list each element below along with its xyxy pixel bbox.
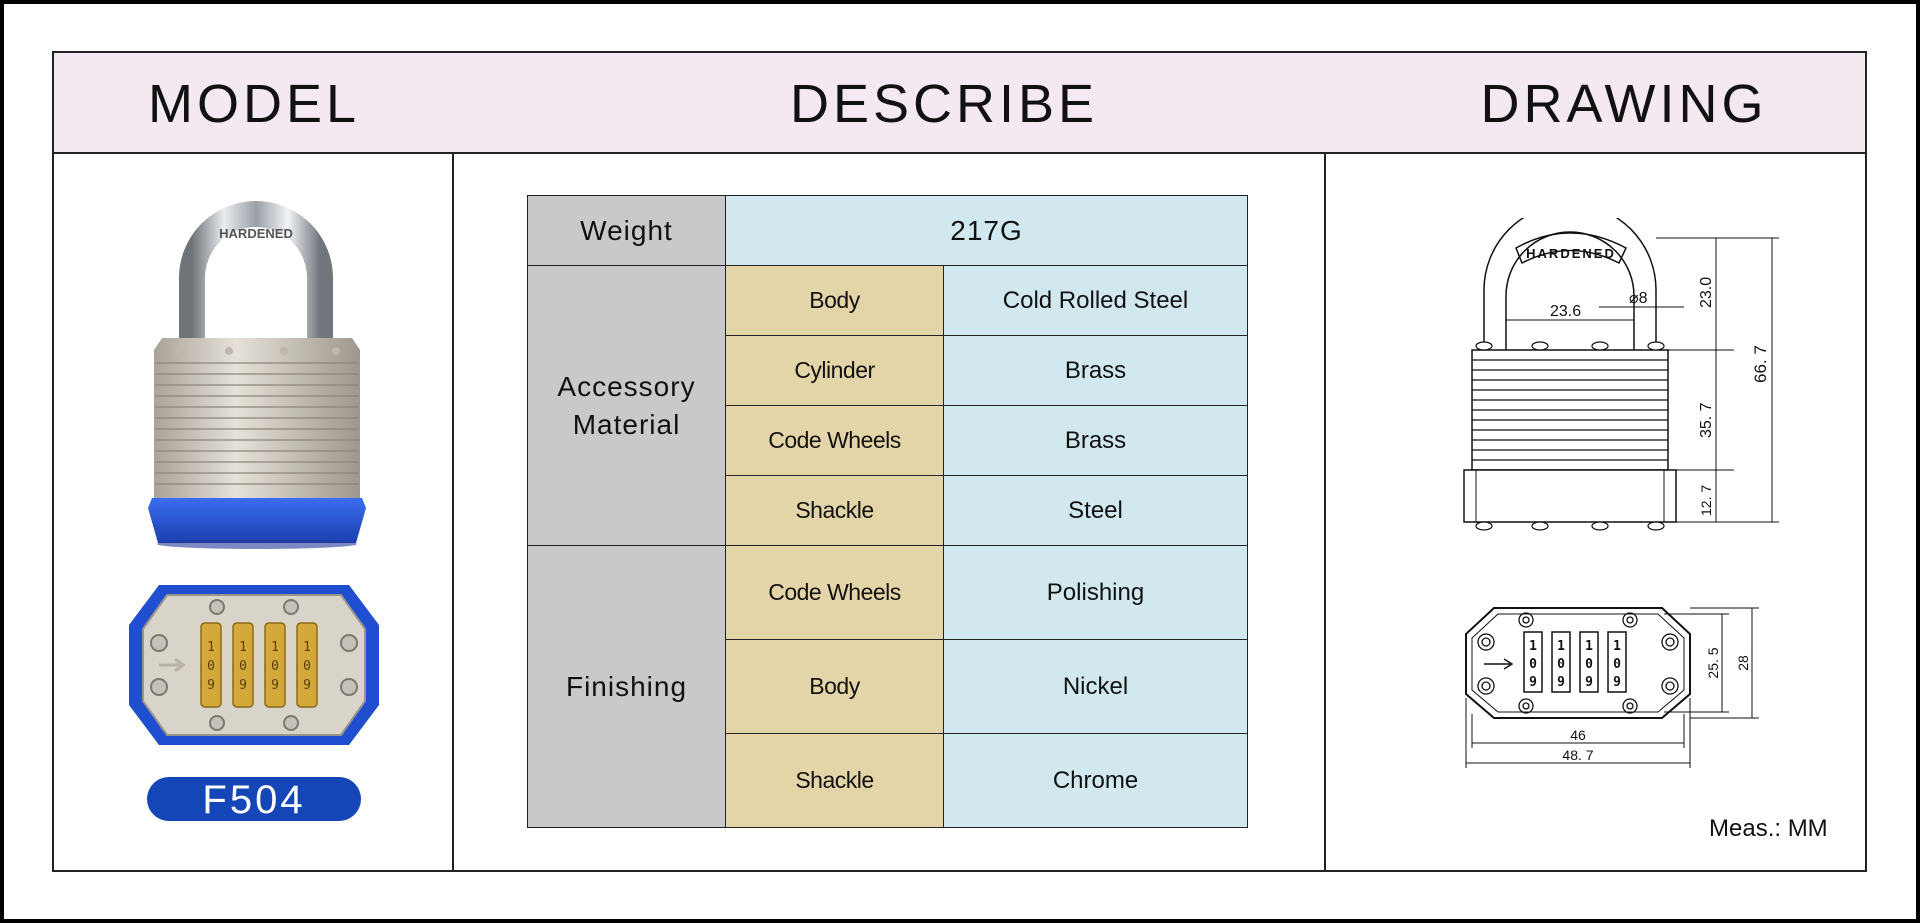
- value-cell: Brass: [943, 405, 1248, 476]
- wheel-digit: 1: [1529, 639, 1537, 654]
- wheel-digit: 0: [239, 659, 247, 674]
- dim-shackle-diameter: ⌀8: [1629, 290, 1648, 307]
- wheel-digit: 9: [1529, 675, 1537, 690]
- wheel-digit: 1: [271, 640, 279, 655]
- wheel-digit: 0: [271, 659, 279, 674]
- padlock-photo-side: HARDENED: [148, 201, 366, 549]
- spec-sheet: MODEL DESCRIBE DRAWING HA: [52, 51, 1867, 872]
- accessory-material-label: Accessory Material: [527, 265, 726, 546]
- shackle-engraving: HARDENED: [219, 226, 293, 241]
- wheel-digit: 9: [239, 678, 247, 693]
- padlock-photo-front: 1 0 9 1 0 9 1 0 9 1 0 9: [129, 585, 379, 745]
- wheel-digit: 9: [303, 678, 311, 693]
- wheel-digit: 0: [303, 659, 311, 674]
- technical-drawing-side: HARDENED: [1463, 218, 1779, 531]
- wheel-digit: 0: [1613, 657, 1621, 672]
- wheel-digit: 9: [1557, 675, 1565, 690]
- value-cell: Steel: [943, 475, 1248, 546]
- part-cell: Cylinder: [725, 335, 944, 406]
- dim-shackle-height: 23.0: [1698, 277, 1715, 308]
- table-row: Finishing Code Wheels Polishing: [527, 545, 1248, 828]
- dim-outer-depth: 28: [1735, 655, 1751, 671]
- header-model: MODEL: [147, 74, 361, 134]
- wheel-digit: 1: [1557, 639, 1565, 654]
- value-cell: Polishing: [943, 545, 1248, 640]
- wheel-digit: 1: [207, 640, 215, 655]
- wheel-digit: 1: [1613, 639, 1621, 654]
- wheel-digit: 9: [271, 678, 279, 693]
- part-cell: Code Wheels: [725, 405, 944, 476]
- part-cell: Body: [725, 265, 944, 336]
- dim-outer-width: 48. 7: [1562, 747, 1593, 763]
- dim-overall-height: 66. 7: [1751, 345, 1770, 383]
- header-describe: DESCRIBE: [789, 74, 1099, 134]
- drawing-engraving: HARDENED: [1526, 246, 1616, 261]
- table-row: Body Nickel: [528, 639, 1248, 734]
- table-row: Shackle Steel: [528, 475, 1248, 546]
- table-row: Cylinder Brass: [528, 335, 1248, 406]
- table-row: Accessory Material Body Cold Rolled Stee…: [527, 265, 1248, 546]
- wheel-digit: 1: [239, 640, 247, 655]
- wheel-digit: 0: [1585, 657, 1593, 672]
- dim-inner-depth: 25. 5: [1705, 647, 1721, 678]
- wheel-digit: 9: [1585, 675, 1593, 690]
- table-row: Shackle Chrome: [528, 733, 1248, 828]
- finishing-label: Finishing: [527, 545, 726, 828]
- part-cell: Shackle: [725, 475, 944, 546]
- dim-inner-width: 46: [1570, 727, 1586, 743]
- wheel-digit: 0: [1529, 657, 1537, 672]
- dim-shackle-inner-width: 23.6: [1550, 303, 1581, 320]
- dim-base-height: 12. 7: [1698, 485, 1714, 516]
- wheel-digit: 1: [303, 640, 311, 655]
- units-note: Meas.: MM: [1709, 815, 1828, 842]
- header-drawing: DRAWING: [1480, 74, 1768, 134]
- value-cell: Nickel: [943, 639, 1248, 734]
- part-cell: Shackle: [725, 733, 944, 828]
- wheel-digit: 0: [1557, 657, 1565, 672]
- table-row: Weight 217G: [527, 195, 1248, 266]
- part-cell: Code Wheels: [725, 545, 944, 640]
- column-divider: [452, 154, 454, 870]
- group-label-line: Accessory: [557, 370, 696, 402]
- wheel-digit: 1: [1585, 639, 1593, 654]
- value-cell: Chrome: [943, 733, 1248, 828]
- spec-table: Weight 217G Accessory Material Body Cold…: [527, 195, 1248, 828]
- header-row: MODEL DESCRIBE DRAWING: [54, 53, 1865, 154]
- part-cell: Body: [725, 639, 944, 734]
- wheel-digit: 9: [207, 678, 215, 693]
- value-cell: Brass: [943, 335, 1248, 406]
- column-divider: [1324, 154, 1326, 870]
- technical-drawing-top: 1 0 9 1 0 9 1 0 9 1 0 9 46 48. 7 25. 5: [1465, 607, 1759, 768]
- dim-body-height: 35. 7: [1698, 402, 1715, 438]
- weight-label: Weight: [527, 195, 726, 266]
- group-label-line: Material: [572, 408, 681, 440]
- value-cell: Cold Rolled Steel: [943, 265, 1248, 336]
- weight-value: 217G: [725, 195, 1248, 266]
- model-code-badge: F504: [147, 777, 361, 822]
- wheel-digit: 9: [1613, 675, 1621, 690]
- wheel-digit: 0: [207, 659, 215, 674]
